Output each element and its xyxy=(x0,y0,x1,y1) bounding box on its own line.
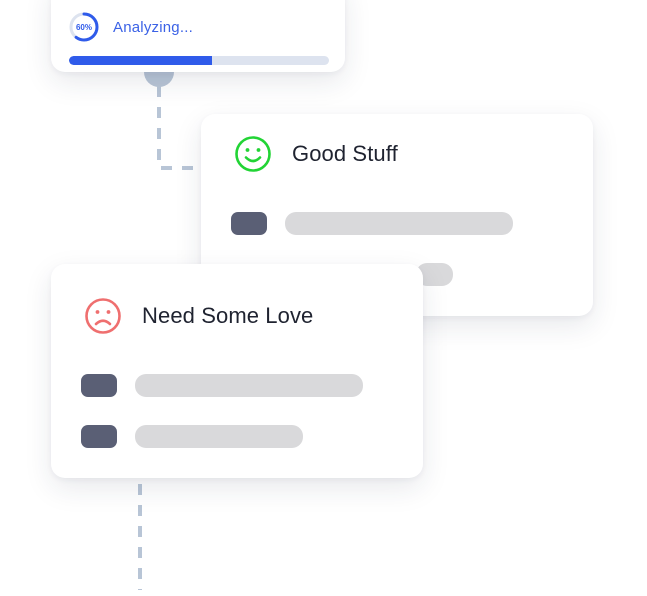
progress-percent: 60% xyxy=(75,22,92,32)
need-some-love-header: Need Some Love xyxy=(84,297,313,335)
good-stuff-header: Good Stuff xyxy=(234,135,398,173)
need-some-love-title: Need Some Love xyxy=(142,303,314,328)
progress-ring-arc xyxy=(69,12,99,42)
analyzing-label: Analyzing... xyxy=(113,18,193,36)
placeholder-bullet xyxy=(231,212,267,235)
placeholder-line xyxy=(135,374,363,397)
connector-line-top xyxy=(157,86,205,170)
progress-bar-fill xyxy=(69,56,212,65)
need-some-love-card: Need Some Love xyxy=(51,264,423,478)
progress-ring: 60% xyxy=(68,11,100,43)
placeholder-bullet xyxy=(81,374,117,397)
analyzing-card: 60% Analyzing... xyxy=(51,0,345,72)
analyzing-status-row: 60% Analyzing... xyxy=(68,11,193,43)
placeholder-line xyxy=(285,212,513,235)
placeholder-line xyxy=(416,263,453,286)
progress-bar xyxy=(69,56,329,65)
frown-face-icon xyxy=(85,298,121,334)
placeholder-bullet xyxy=(81,425,117,448)
smiley-face-icon xyxy=(235,136,271,172)
placeholder-line xyxy=(135,425,303,448)
good-stuff-title: Good Stuff xyxy=(292,141,398,166)
